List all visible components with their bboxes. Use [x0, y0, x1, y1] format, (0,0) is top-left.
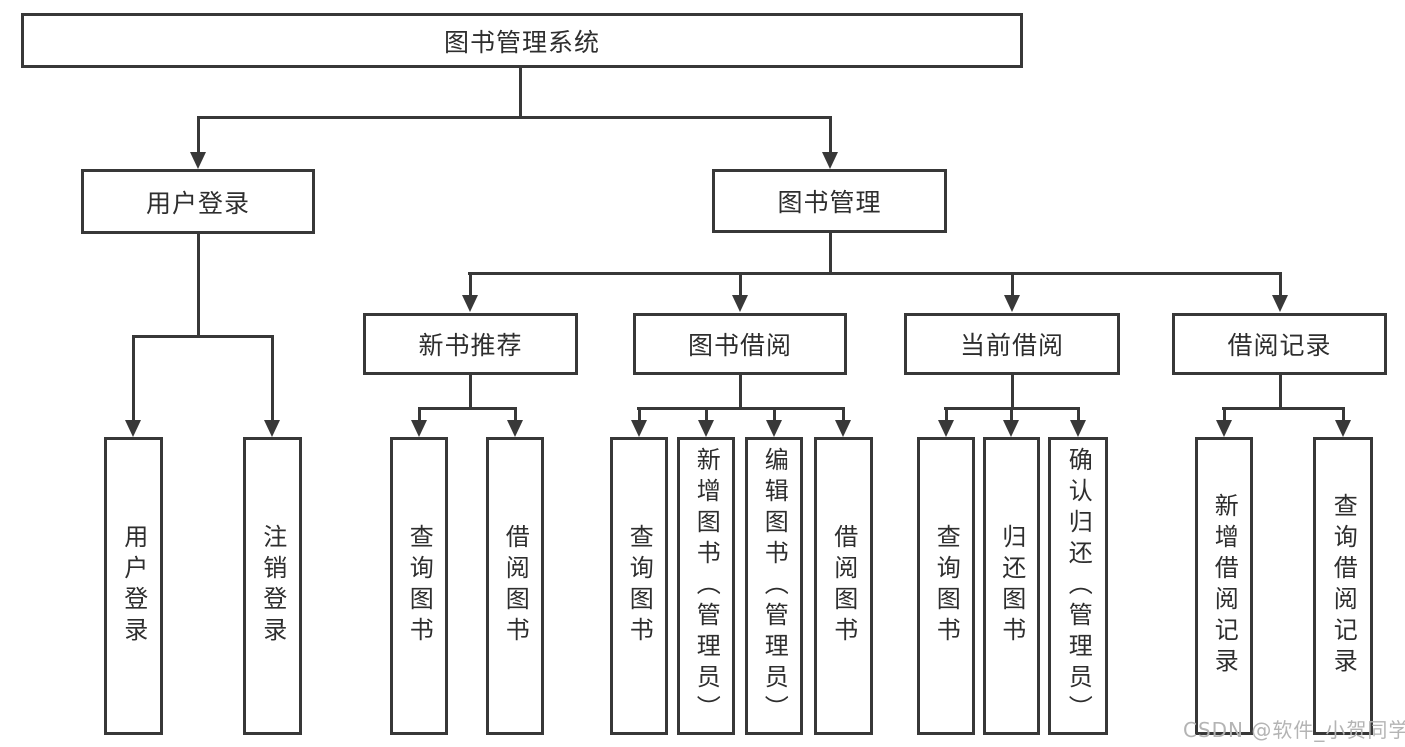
connector-line: [829, 116, 832, 153]
node-label: 查询图书: [625, 524, 654, 648]
connector-line: [418, 407, 517, 410]
leaf-user-login: 用户登录: [104, 437, 163, 735]
node-label: 确认归还（管理员）: [1064, 446, 1093, 726]
connector-line: [1010, 407, 1013, 422]
connector-line: [739, 375, 742, 409]
arrow-down-icon: [411, 420, 427, 437]
arrow-down-icon: [698, 420, 714, 437]
node-label: 用户登录: [145, 188, 250, 218]
node-label: 编辑图书（管理员）: [760, 446, 789, 726]
node-user-login: 用户登录: [81, 169, 315, 234]
arrow-down-icon: [264, 420, 280, 437]
connector-line: [132, 335, 135, 422]
connector-line: [197, 116, 200, 153]
leaf-logout-login: 注销登录: [243, 437, 302, 735]
arrow-down-icon: [1216, 420, 1232, 437]
node-label: 新增借阅记录: [1210, 493, 1239, 679]
leaf-current-query-books: 查询图书: [917, 437, 975, 735]
connector-line: [705, 407, 708, 422]
node-label: 图书管理: [777, 188, 882, 217]
arrow-down-icon: [835, 420, 851, 437]
leaf-return-books: 归还图书: [983, 437, 1040, 735]
connector-line: [637, 407, 845, 410]
arrow-down-icon: [462, 295, 478, 312]
node-borrow-records: 借阅记录: [1172, 313, 1387, 375]
arrow-down-icon: [1335, 420, 1351, 437]
connector-line: [468, 272, 1281, 275]
node-new-book-recommend: 新书推荐: [363, 313, 578, 375]
connector-line: [739, 272, 742, 296]
node-label: 新增图书（管理员）: [692, 446, 721, 726]
connector-line: [1279, 272, 1282, 296]
leaf-recommend-query-books: 查询图书: [390, 437, 448, 735]
node-label: 查询图书: [932, 524, 961, 648]
node-label: 用户登录: [119, 524, 148, 648]
arrow-down-icon: [125, 420, 141, 437]
connector-line: [1077, 407, 1080, 422]
node-label: 新书推荐: [418, 331, 523, 360]
connector-line: [773, 407, 776, 422]
node-book-management: 图书管理: [712, 169, 947, 233]
arrow-down-icon: [1272, 295, 1288, 312]
node-book-management-system: 图书管理系统: [21, 13, 1023, 68]
connector-line: [945, 407, 948, 422]
connector-line: [842, 407, 845, 422]
arrow-down-icon: [1070, 420, 1086, 437]
node-label: 查询借阅记录: [1329, 493, 1358, 679]
arrow-down-icon: [1004, 295, 1020, 312]
connector-line: [519, 68, 522, 116]
node-label: 借阅图书: [501, 524, 530, 648]
connector-line: [829, 233, 832, 275]
leaf-confirm-return-admin: 确认归还（管理员）: [1048, 437, 1108, 735]
arrow-down-icon: [507, 420, 523, 437]
node-label: 查询图书: [405, 524, 434, 648]
connector-line: [1222, 407, 1345, 410]
connector-line: [197, 233, 200, 338]
connector-line: [1011, 375, 1014, 409]
connector-line: [514, 407, 517, 422]
arrow-down-icon: [938, 420, 954, 437]
connector-line: [418, 407, 421, 422]
connector-line: [1279, 375, 1282, 409]
arrow-down-icon: [766, 420, 782, 437]
leaf-add-borrow-record: 新增借阅记录: [1195, 437, 1253, 735]
leaf-recommend-borrow-books: 借阅图书: [486, 437, 544, 735]
connector-line: [132, 335, 274, 338]
node-label: 借阅图书: [829, 524, 858, 648]
node-label: 归还图书: [997, 524, 1026, 648]
connector-line: [271, 335, 274, 422]
connector-line: [197, 116, 832, 119]
node-book-borrow: 图书借阅: [633, 313, 847, 375]
connector-line: [1342, 407, 1345, 422]
arrow-down-icon: [822, 152, 838, 169]
arrow-down-icon: [1003, 420, 1019, 437]
connector-line: [638, 407, 641, 422]
leaf-edit-books-admin: 编辑图书（管理员）: [745, 437, 803, 735]
node-label: 当前借阅: [959, 331, 1064, 360]
csdn-watermark: CSDN @软件_小贺同学: [1183, 718, 1405, 742]
node-label: 图书借阅: [687, 331, 792, 360]
connector-line: [1011, 272, 1014, 296]
leaf-borrow-books: 借阅图书: [814, 437, 873, 735]
node-label: 借阅记录: [1227, 331, 1332, 360]
node-current-borrow: 当前借阅: [904, 313, 1120, 375]
connector-line: [469, 272, 472, 296]
leaf-add-books-admin: 新增图书（管理员）: [677, 437, 735, 735]
node-label: 注销登录: [258, 524, 287, 648]
arrow-down-icon: [190, 152, 206, 169]
connector-line: [1223, 407, 1226, 422]
connector-line: [469, 375, 472, 409]
leaf-borrow-query-books: 查询图书: [610, 437, 668, 735]
leaf-query-borrow-record: 查询借阅记录: [1313, 437, 1373, 735]
arrow-down-icon: [631, 420, 647, 437]
node-label: 图书管理系统: [443, 27, 600, 57]
arrow-down-icon: [732, 295, 748, 312]
